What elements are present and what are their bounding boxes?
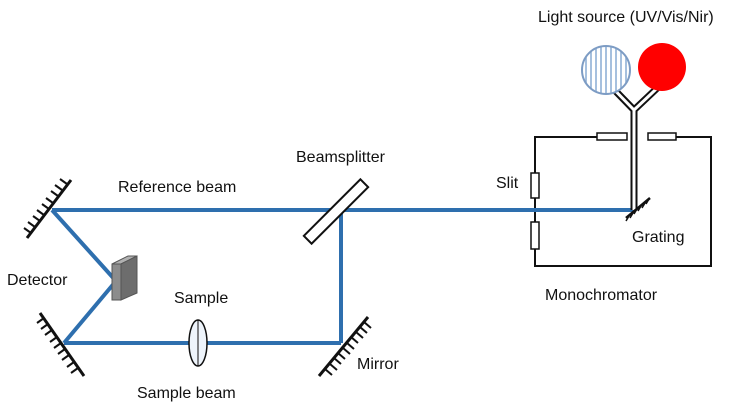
slit-label: Slit [496, 175, 519, 192]
reference-beam-label: Reference beam [118, 179, 237, 196]
beamsplitter-label: Beamsplitter [296, 149, 385, 166]
light-source-red [638, 43, 686, 91]
sample-beam-label: Sample beam [137, 385, 236, 402]
detector-label: Detector [7, 272, 68, 289]
sample-label: Sample [174, 290, 229, 307]
mirror-bottom-right [317, 316, 372, 377]
optical-fiber [598, 73, 673, 210]
monochromator-entrance [596, 132, 677, 141]
slit [530, 172, 540, 250]
detector [111, 255, 138, 301]
light-source-label: Light source (UV/Vis/Nir) [538, 9, 714, 26]
mirror-label: Mirror [357, 356, 399, 373]
grating-label: Grating [632, 229, 685, 246]
sample-lens [188, 319, 208, 367]
beamsplitter [302, 177, 370, 246]
mirror-top-left [23, 178, 73, 239]
light-beams [50, 208, 634, 345]
light-source-hatched [581, 45, 631, 95]
monochromator-box [534, 136, 712, 267]
monochromator-label: Monochromator [545, 287, 658, 304]
mirror-bottom-left [36, 312, 86, 377]
grating [625, 197, 651, 222]
